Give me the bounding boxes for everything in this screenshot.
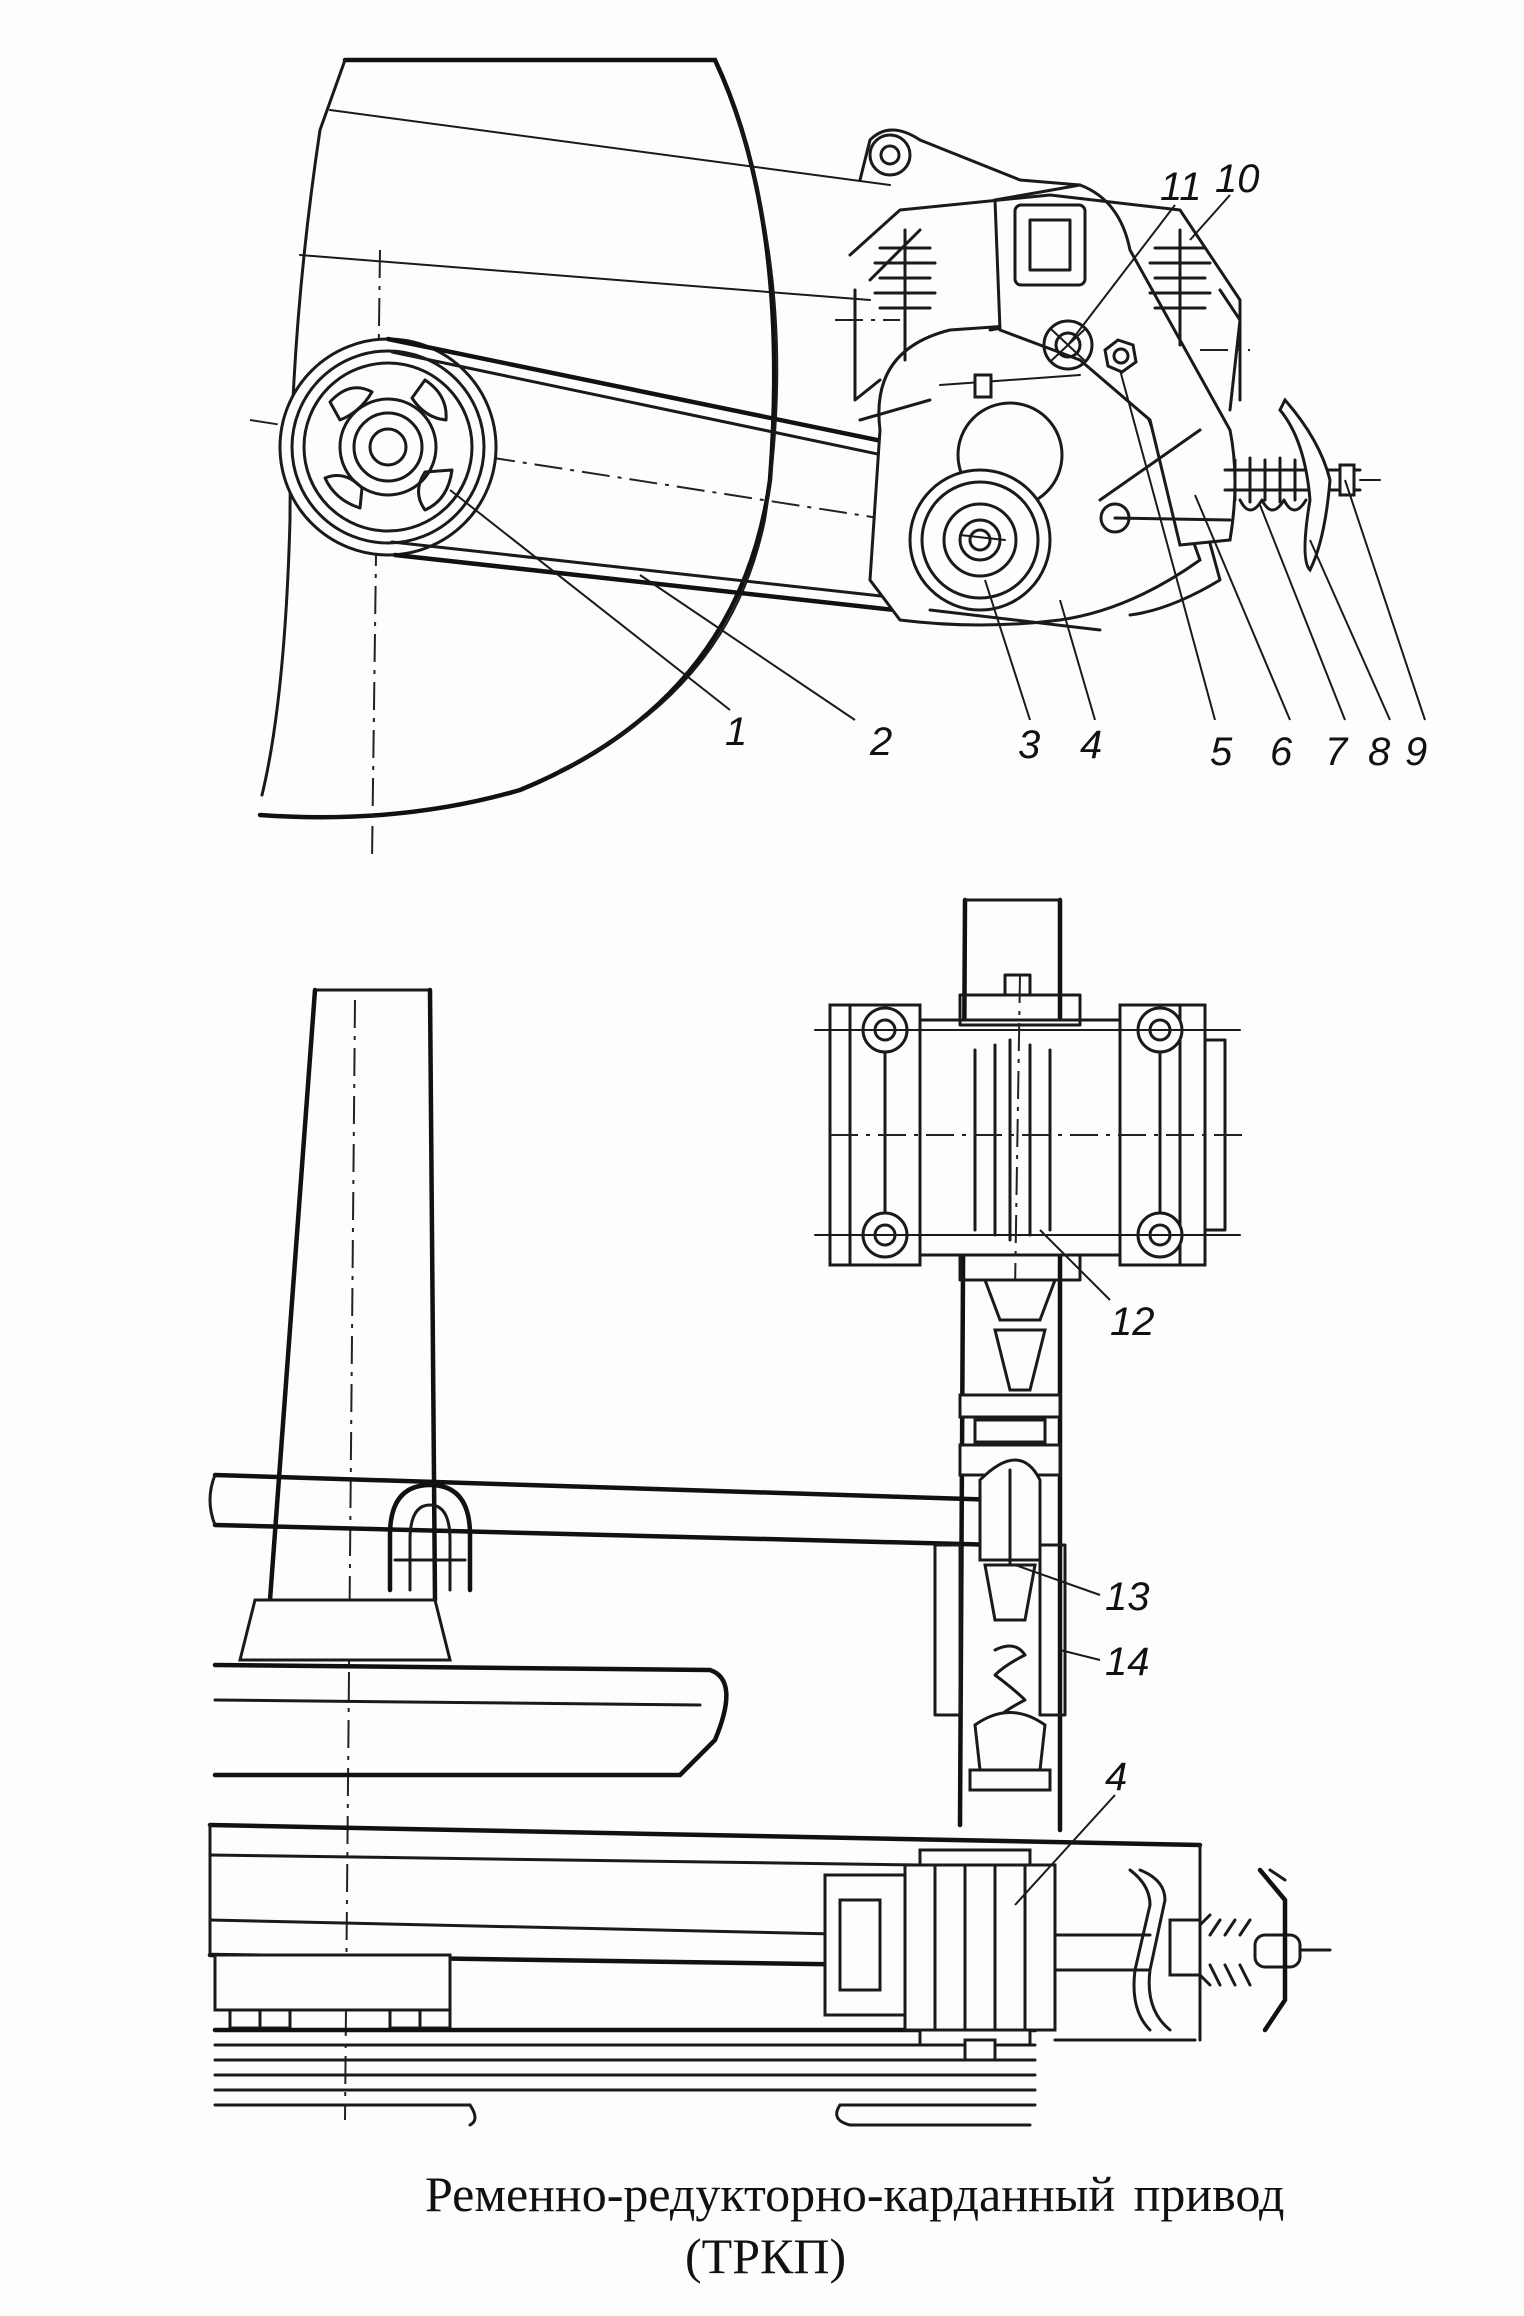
spring-stack-right: [1148, 228, 1250, 412]
callout-3: 3: [1018, 723, 1040, 767]
callout-10: 10: [1215, 157, 1260, 201]
callout-labels: 1 2 3 4 5 6 7 8 9 10 11 12 13 14 4: [725, 157, 1427, 1799]
callout-2: 2: [869, 720, 892, 764]
callout-11: 11: [1160, 165, 1202, 209]
callout-6: 6: [1270, 730, 1293, 774]
upper-gearbox: [814, 973, 1250, 1291]
callout-9: 9: [1405, 730, 1427, 774]
callout-7: 7: [1325, 730, 1349, 774]
shaft-casing: [933, 1543, 1067, 1717]
top-view: [249, 57, 1381, 861]
callout-4-lower: 4: [1105, 1755, 1127, 1799]
beam-bolts: [213, 1953, 452, 2030]
pivot-arm: [848, 128, 1242, 402]
caption-abbreviation: (ТРКП): [685, 2228, 847, 2284]
callout-13: 13: [1105, 1575, 1150, 1619]
rail-clamp: [387, 1482, 473, 1593]
callout-12: 12: [1110, 1300, 1155, 1344]
small-pulley: [908, 468, 1052, 612]
pillar-base: [238, 1598, 452, 1662]
leaf-spring: [212, 2027, 1038, 2127]
callout-4: 4: [1080, 723, 1102, 767]
callout-1: 1: [725, 710, 747, 754]
drive-belt: [385, 336, 943, 618]
large-pulley: [278, 337, 498, 557]
wheel-housing-inner: [260, 58, 347, 797]
callout-8: 8: [1368, 730, 1391, 774]
lower-gearbox: [823, 1843, 1332, 2062]
adjusting-screw: [1223, 397, 1381, 573]
caption-title: Ременно-редукторно-карданный привод: [425, 2166, 1285, 2222]
callout-14: 14: [1105, 1640, 1150, 1684]
tension-lever: [993, 183, 1237, 547]
callout-5: 5: [1210, 730, 1233, 774]
leader-lines: [449, 194, 1426, 1906]
cardan-shaft: [958, 1278, 1062, 1792]
spring-stack-left: [835, 228, 937, 402]
bottom-view: [207, 897, 1332, 2127]
